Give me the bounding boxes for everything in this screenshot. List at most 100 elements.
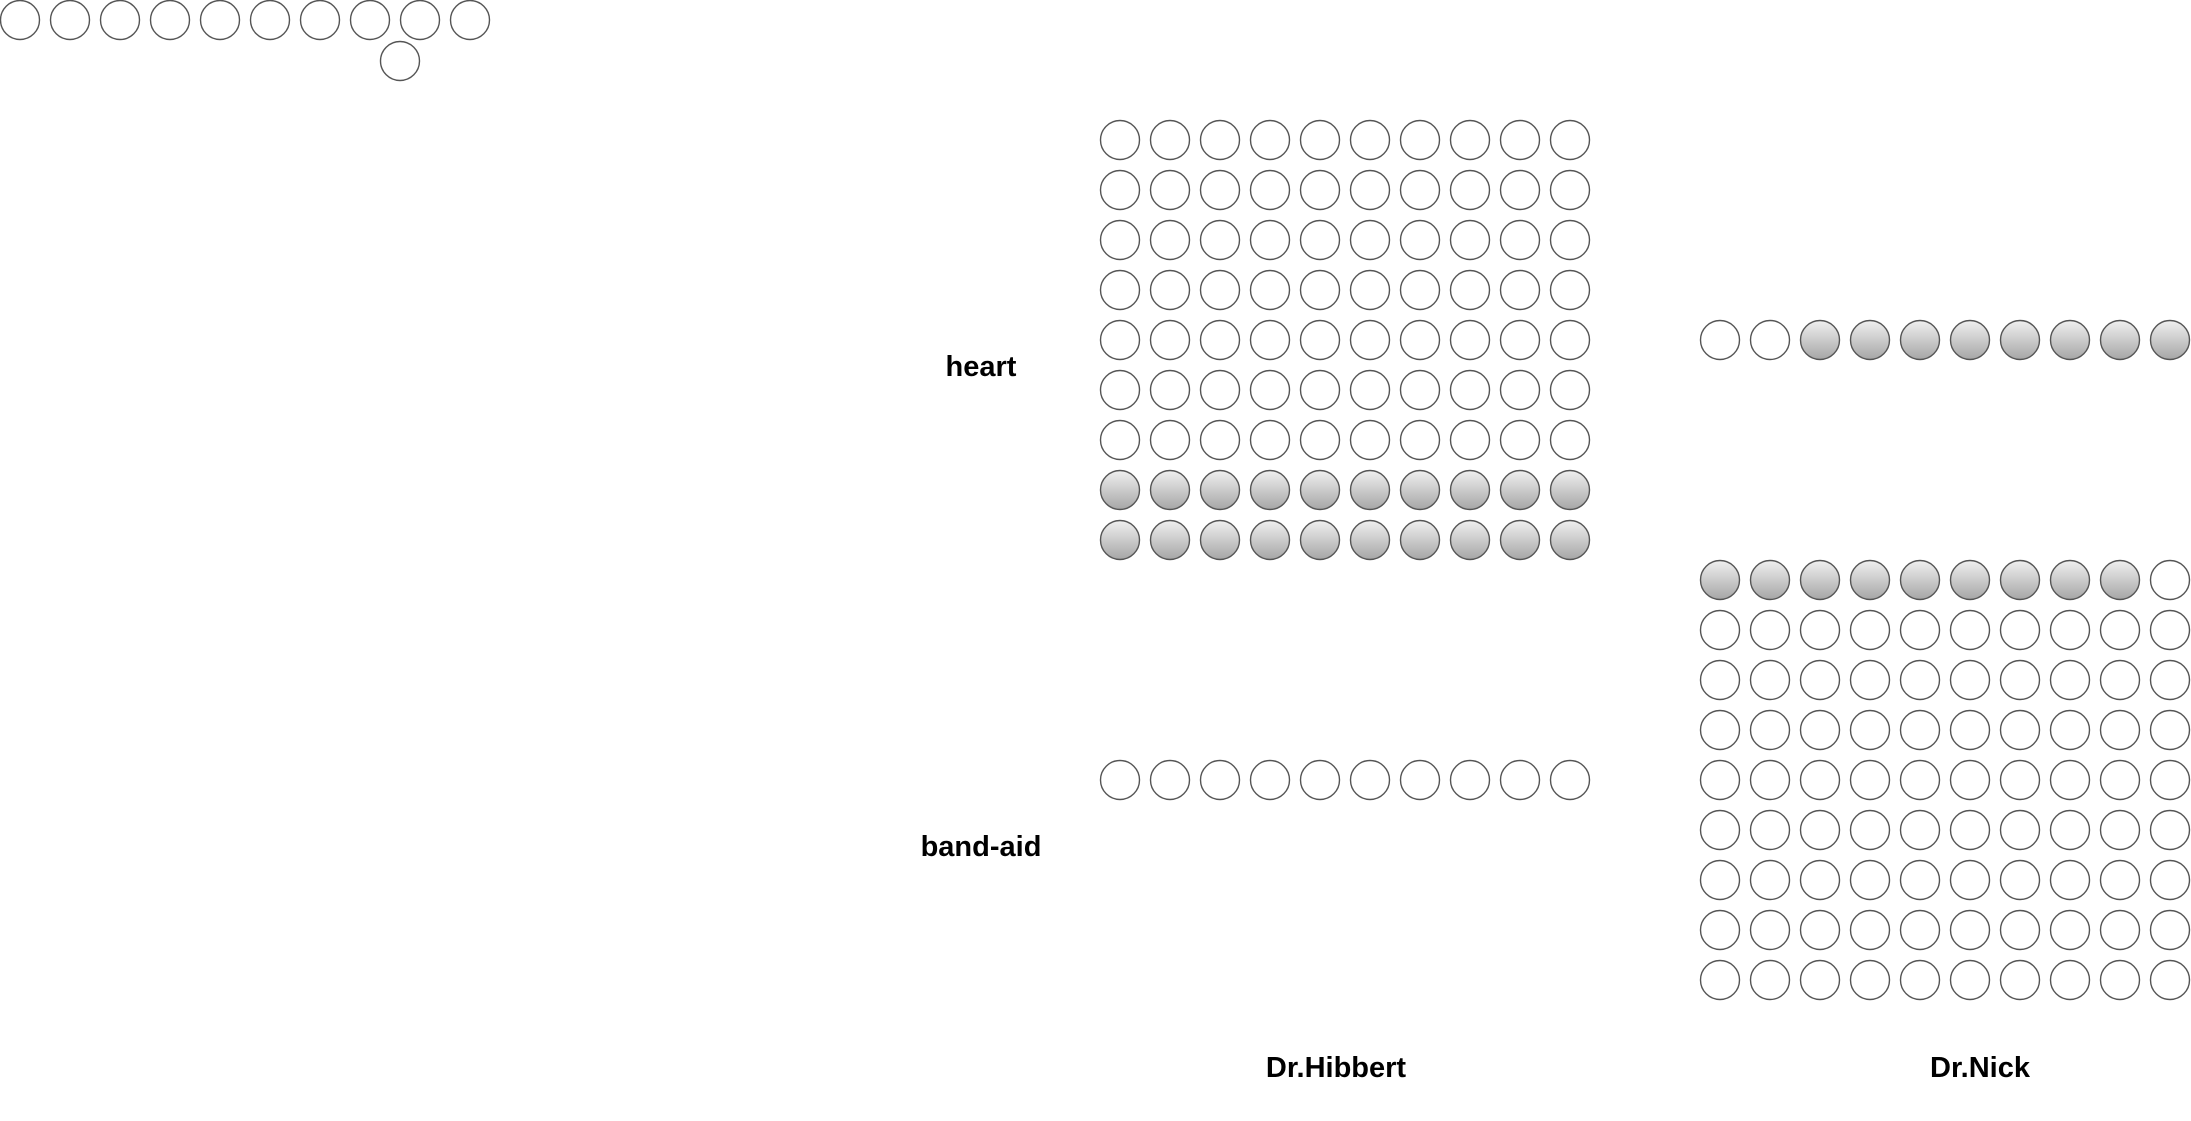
person-icon xyxy=(2149,759,2191,801)
person-icon xyxy=(1349,369,1391,411)
person-icon xyxy=(2149,659,2191,701)
person-icon xyxy=(1849,659,1891,701)
person-icon xyxy=(1399,319,1441,361)
person-icon xyxy=(1399,169,1441,211)
person-icon xyxy=(1799,709,1841,751)
person-icon xyxy=(1699,959,1741,1001)
shaded-person-icon xyxy=(1949,559,1991,601)
person-icon xyxy=(1149,269,1191,311)
person-icon xyxy=(1699,809,1741,851)
band-aid-dr-hibbert-icon-array xyxy=(1099,759,1591,801)
column-label-dr-hibbert: Dr.Hibbert xyxy=(1266,1052,1407,1084)
person-icon xyxy=(1949,859,1991,901)
person-icon xyxy=(2149,559,2191,601)
person-icon xyxy=(1999,809,2041,851)
person-icon xyxy=(1449,119,1491,161)
person-icon xyxy=(1849,609,1891,651)
person-icon xyxy=(1199,369,1241,411)
person-icon xyxy=(1699,909,1741,951)
person-icon xyxy=(2149,709,2191,751)
person-icon xyxy=(1199,169,1241,211)
shaded-person-icon xyxy=(1449,469,1491,511)
heart-dr-nick-icon-array xyxy=(1699,319,2191,361)
shaded-person-icon xyxy=(1349,469,1391,511)
person-icon xyxy=(2049,859,2091,901)
key-person-icon xyxy=(349,0,391,41)
person-icon xyxy=(1449,319,1491,361)
shaded-person-icon xyxy=(1849,319,1891,361)
person-icon xyxy=(1899,709,1941,751)
person-icon xyxy=(1749,659,1791,701)
shaded-person-icon xyxy=(1949,319,1991,361)
shaded-person-icon xyxy=(1899,319,1941,361)
band-aid-dr-nick-icon-array xyxy=(1699,559,2191,1001)
person-icon xyxy=(1499,119,1541,161)
person-icon xyxy=(1249,759,1291,801)
key-person-icon xyxy=(379,40,421,82)
person-icon xyxy=(1949,759,1991,801)
shaded-person-icon xyxy=(1799,559,1841,601)
person-icon xyxy=(1249,369,1291,411)
person-icon xyxy=(1899,659,1941,701)
person-icon xyxy=(1749,859,1791,901)
person-icon xyxy=(2049,709,2091,751)
person-icon xyxy=(1299,119,1341,161)
person-icon xyxy=(1549,119,1591,161)
person-icon xyxy=(1999,759,2041,801)
key-person-icon xyxy=(299,0,341,41)
person-icon xyxy=(1299,369,1341,411)
person-icon xyxy=(1349,119,1391,161)
person-icon xyxy=(1699,609,1741,651)
person-icon xyxy=(1849,709,1891,751)
person-icon xyxy=(1249,219,1291,261)
person-icon xyxy=(2149,959,2191,1001)
person-icon xyxy=(1799,859,1841,901)
person-icon xyxy=(2099,659,2141,701)
shaded-person-icon xyxy=(2099,559,2141,601)
person-icon xyxy=(1099,169,1141,211)
person-icon xyxy=(1999,659,2041,701)
person-icon xyxy=(2049,759,2091,801)
person-icon xyxy=(1099,119,1141,161)
person-icon xyxy=(1149,419,1191,461)
person-icon xyxy=(1399,269,1441,311)
person-icon xyxy=(1799,659,1841,701)
shaded-person-icon xyxy=(1349,519,1391,561)
person-icon xyxy=(1149,369,1191,411)
shaded-person-icon xyxy=(1249,519,1291,561)
person-icon xyxy=(1399,369,1441,411)
person-icon xyxy=(1549,269,1591,311)
person-icon xyxy=(1799,609,1841,651)
shaded-person-icon xyxy=(1549,469,1591,511)
person-icon xyxy=(1199,119,1241,161)
shaded-person-icon xyxy=(1399,469,1441,511)
person-icon xyxy=(1499,169,1541,211)
person-icon xyxy=(1999,909,2041,951)
person-icon xyxy=(1349,219,1391,261)
person-icon xyxy=(1149,169,1191,211)
person-icon xyxy=(1299,219,1341,261)
person-icon xyxy=(1899,909,1941,951)
person-icon xyxy=(2149,859,2191,901)
shaded-person-icon xyxy=(1449,519,1491,561)
key-person-icon xyxy=(249,0,291,41)
person-icon xyxy=(1749,759,1791,801)
shaded-person-icon xyxy=(1899,559,1941,601)
person-icon xyxy=(1899,809,1941,851)
person-icon xyxy=(1999,609,2041,651)
person-icon xyxy=(1549,419,1591,461)
person-icon xyxy=(1749,319,1791,361)
person-icon xyxy=(1949,959,1991,1001)
person-icon xyxy=(2099,709,2141,751)
heart-dr-hibbert-icon-array xyxy=(1099,119,1591,561)
person-icon xyxy=(1149,319,1191,361)
person-icon xyxy=(1749,809,1791,851)
person-icon xyxy=(1099,269,1141,311)
person-icon xyxy=(1199,419,1241,461)
person-icon xyxy=(2099,959,2141,1001)
shaded-person-icon xyxy=(1549,519,1591,561)
shaded-person-icon xyxy=(2049,319,2091,361)
shaded-person-icon xyxy=(1999,319,2041,361)
person-icon xyxy=(1449,269,1491,311)
shaded-person-icon xyxy=(1199,469,1241,511)
